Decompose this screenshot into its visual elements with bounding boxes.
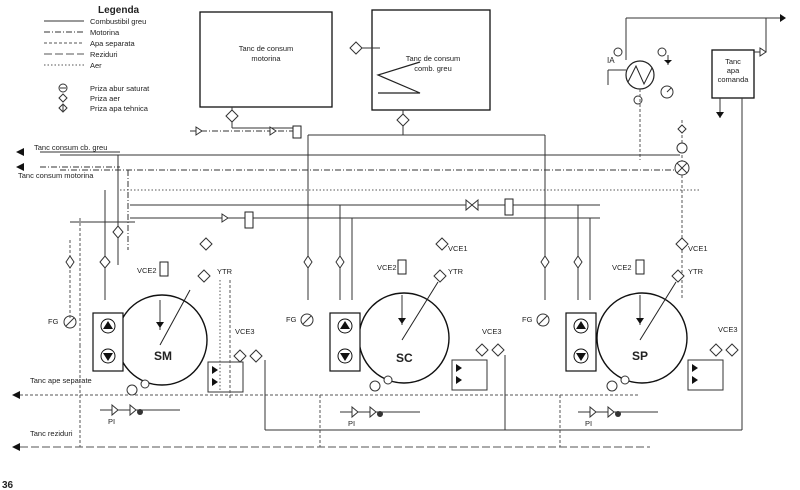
separator-sp-vce1: VCE1: [688, 244, 708, 253]
separator-sm-bowl: [116, 294, 208, 386]
separator-sc-pi: PI: [348, 419, 355, 428]
separator-sm-ytr: YTR: [217, 267, 233, 276]
separator-sm-fg: FG: [48, 317, 59, 326]
legend-label-aer: Aer: [90, 61, 102, 70]
separator-sc-fg: FG: [286, 315, 297, 324]
legend-label-motorina: Motorina: [90, 28, 120, 37]
legend-label-aer-priza: Priza aer: [90, 94, 121, 103]
main-headers: Tanc consum cb. greu Tanc consum motorin…: [16, 107, 700, 345]
tank-comb-greu-line1: Tanc de consum: [406, 54, 461, 63]
separator-sc-vce1: VCE1: [448, 244, 468, 253]
legend-label-apa-tehnica: Priza apa tehnica: [90, 104, 149, 113]
outlet-cb-greu: Tanc consum cb. greu: [34, 143, 107, 152]
tank-apa-comanda: Tanc apa comanda: [711, 49, 755, 99]
separator-sp-pi: PI: [585, 419, 592, 428]
heating-coil-icon: [376, 61, 421, 94]
separator-sm-label: SM: [154, 349, 172, 363]
tank-apa-line1: Tanc: [725, 57, 741, 66]
tank-motorina-line1: Tanc de consum: [239, 44, 294, 53]
separator-sp-vce3: VCE3: [718, 325, 738, 334]
drain-lines: Tanc ape separate Tanc reziduri: [12, 345, 743, 451]
separator-sc-bowl: [358, 292, 450, 384]
steam-outlet-icon: [58, 83, 68, 93]
heater-label: IA: [607, 56, 615, 65]
tank-motorina: Tanc de consum motorina: [199, 11, 333, 108]
legend-label-apa: Apa separata: [90, 39, 135, 48]
separator-sp-fg: FG: [522, 315, 533, 324]
separator-sc-label: SC: [396, 351, 413, 365]
separator-sp-bowl: [596, 292, 688, 384]
separator-sp-vce2: VCE2: [612, 263, 632, 272]
tank-apa-line2: apa: [727, 66, 740, 75]
separator-sp: SP VCE2 VCE1 YTR VCE3 FG PI: [522, 237, 739, 428]
separator-sc-vce2: VCE2: [377, 263, 397, 272]
separator-sm-vce3: VCE3: [235, 327, 255, 336]
tank-comb-greu-line2: comb. greu: [414, 64, 452, 73]
tank-comb-greu: Tanc de consum comb. greu: [349, 9, 491, 111]
air-outlet-icon: [58, 93, 68, 103]
separator-sc: SC VCE2 VCE1 YTR VCE3 FG PI: [286, 237, 505, 428]
separator-sm-pi: PI: [108, 417, 115, 426]
outlet-reziduri: Tanc reziduri: [30, 429, 73, 438]
legend-title: Legenda: [98, 5, 140, 16]
page-number: 36: [2, 480, 14, 490]
outlet-ape-separate: Tanc ape separate: [30, 376, 92, 385]
legend-label-abur: Priza abur saturat: [90, 84, 150, 93]
separator-sm: SM VCE2 YTR VCE3 FG PI: [48, 225, 263, 426]
outlet-motorina: Tanc consum motorina: [18, 171, 94, 180]
tank-apa-line3: comanda: [718, 75, 750, 84]
separator-sm-vce2: VCE2: [137, 266, 157, 275]
separator-sc-ytr: YTR: [448, 267, 464, 276]
steam-inlet-icon: [349, 41, 363, 55]
legend-label-reziduri: Reziduri: [90, 50, 118, 59]
separator-sp-ytr: YTR: [688, 267, 704, 276]
water-outlet-icon: [58, 103, 68, 113]
tank-motorina-line2: motorina: [251, 54, 281, 63]
legend: Legenda Combustibil greu Motorina Apa se…: [44, 5, 150, 113]
separator-sp-label: SP: [632, 349, 648, 363]
separator-sc-vce3: VCE3: [482, 327, 502, 336]
legend-label-combustibil: Combustibil greu: [90, 17, 146, 26]
